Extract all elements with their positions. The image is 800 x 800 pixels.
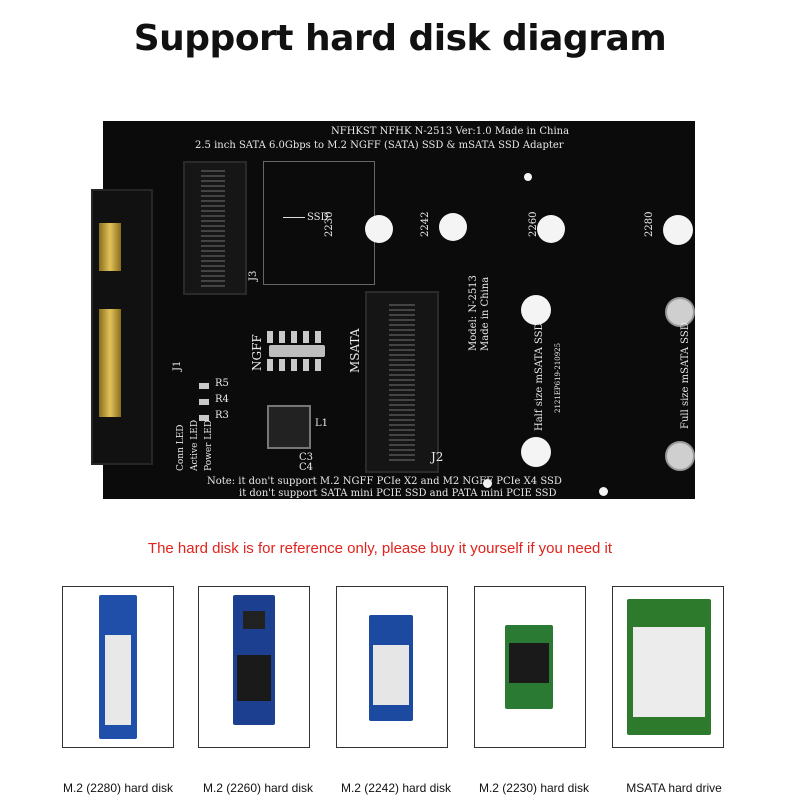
mount-hole-2230 [365,215,393,243]
led-label-power: Power LED [204,419,214,471]
mount-hole-full-top [665,297,695,327]
ssd-2260-image [233,595,275,725]
ssd-msata-image [627,599,711,735]
mount-hole-2280 [663,215,693,245]
note-line2: it don't support SATA mini PCIE SSD and … [239,488,557,499]
mount-hole-full-bottom [665,441,695,471]
sata-connector [91,189,153,465]
mode-switch[interactable] [265,331,335,371]
full-size-label: Full size mSATA SSD [680,322,691,429]
ssd-arrow-label: SSD [307,212,329,223]
corner-hole [483,479,492,488]
sata-power-pins-top [99,223,121,271]
c3-label: C3 [299,452,314,463]
r3-label: R3 [215,410,229,421]
mount-hole-half-top [521,295,551,325]
corner-hole [524,173,532,181]
page-title: Support hard disk diagram [133,18,667,59]
j2-label: J2 [431,450,444,464]
board-header-line1: NFHKST NFHK N-2513 Ver:1.0 Made in China [331,126,570,137]
j3-label: J3 [248,270,259,281]
m2-card-outline [263,161,375,285]
model-line2: Made in China [480,276,491,351]
resistor-r5 [199,383,209,389]
ssd-2230-image [505,625,553,709]
resistor-r3 [199,415,209,421]
adapter-board: NFHKST NFHK N-2513 Ver:1.0 Made in China… [91,121,695,499]
resistor-r4 [199,399,209,405]
led-label-conn: Conn LED [176,424,186,471]
mount-hole-2242 [439,213,467,241]
size-2230-label: 2230 [324,211,335,237]
half-size-label: Half size mSATA SSD [534,322,545,431]
msata-label: MSATA [348,328,362,373]
card-label-msata: MSATA hard drive [626,781,722,795]
r5-label: R5 [215,378,229,389]
led-label-active: Active LED [190,419,200,471]
size-2242-label: 2242 [420,211,431,237]
ssd-2242-image [369,615,413,721]
c4-label: C4 [299,462,314,473]
inductor-l1 [267,405,311,449]
size-2280-label: 2280 [644,211,655,237]
card-m2-2280 [62,586,174,748]
card-label-2242: M.2 (2242) hard disk [340,781,452,795]
m2-socket-j3 [183,161,247,295]
corner-hole [599,487,608,496]
reference-notice: The hard disk is for reference only, ple… [147,540,613,557]
date-code: 2121EP619-210925 [554,342,562,413]
mount-hole-2260 [537,215,565,243]
mount-hole-half-bottom [521,437,551,467]
model-line1: Model: N-2513 [468,275,479,351]
msata-socket-j2 [365,291,439,473]
l1-label: L1 [315,418,329,429]
card-msata [612,586,724,748]
r4-label: R4 [215,394,229,405]
card-label-2280: M.2 (2280) hard disk [62,781,174,795]
card-m2-2260 [198,586,310,748]
ssd-2280-image [99,595,137,739]
card-label-2230: M.2 (2230) hard disk [478,781,590,795]
note-line1: Note: it don't support M.2 NGFF PCIe X2 … [207,476,562,487]
ngff-label: NGFF [250,334,264,371]
card-m2-2230 [474,586,586,748]
card-label-2260: M.2 (2260) hard disk [202,781,314,795]
sata-data-pins [99,309,121,417]
j1-label: J1 [172,360,183,371]
card-m2-2242 [336,586,448,748]
ssd-arrow [283,217,305,218]
board-header-line2: 2.5 inch SATA 6.0Gbps to M.2 NGFF (SATA)… [195,140,564,151]
